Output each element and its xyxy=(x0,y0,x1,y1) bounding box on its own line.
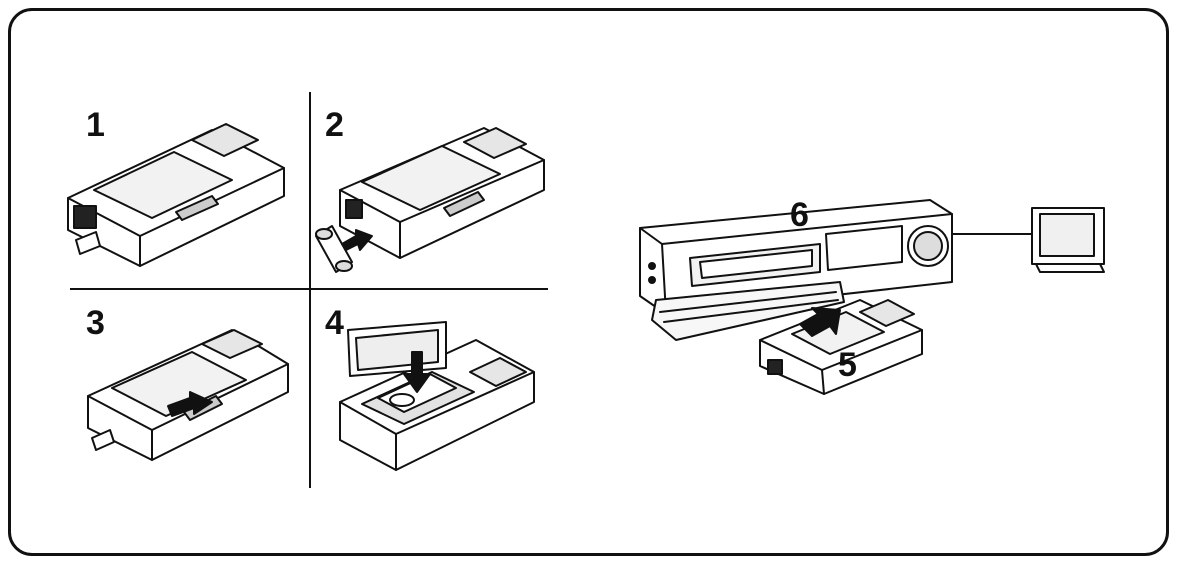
cassette-adapter-1 xyxy=(68,124,284,266)
step-number-1: 1 xyxy=(86,108,105,142)
step-number-6: 6 xyxy=(790,198,809,232)
step-number-4: 4 xyxy=(325,306,344,340)
step-number-2: 2 xyxy=(325,108,344,142)
tv-monitor-icon xyxy=(1032,208,1104,272)
step-number-5: 5 xyxy=(838,348,857,382)
step-number-3: 3 xyxy=(86,306,105,340)
cassette-adapter-4 xyxy=(340,322,534,470)
cassette-adapter-3 xyxy=(88,330,288,460)
